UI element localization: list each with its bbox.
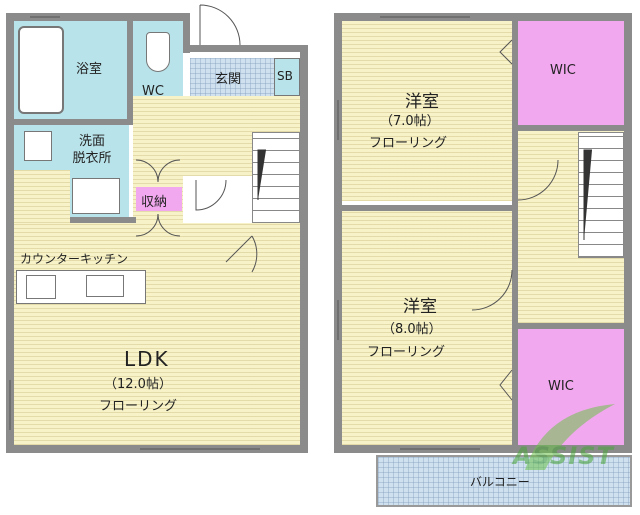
floor2-outer-wall <box>334 13 632 21</box>
western-room-1 <box>342 21 512 201</box>
room2-flooring: フローリング <box>367 345 446 360</box>
sink <box>86 275 124 297</box>
wic2-door-swing <box>499 369 513 401</box>
room2-name: 洋室 <box>403 297 437 317</box>
toilet-fixture <box>146 32 170 72</box>
floor1-outer-wall <box>300 45 308 453</box>
room1-size: （7.0帖） <box>380 114 440 129</box>
floor2-outer-wall <box>334 445 632 453</box>
wash-basin <box>72 178 120 214</box>
bath-label: 浴室 <box>76 62 103 77</box>
ldk-floor <box>14 223 300 445</box>
wic1-door-swing <box>499 39 513 65</box>
stove <box>26 275 56 299</box>
shoe-box-label: SB <box>277 69 293 83</box>
wc-label: WC <box>142 84 164 99</box>
floor2-outer-wall <box>624 13 632 453</box>
washroom-label: 洗面 脱衣所 <box>62 133 122 167</box>
ldk-name: LDK <box>124 347 170 371</box>
storage-door-swing <box>135 213 181 237</box>
western-room-2 <box>342 211 518 445</box>
wic-1 <box>518 21 624 125</box>
assist-logo-mark <box>525 404 615 470</box>
balcony <box>376 455 632 507</box>
room2-size: （8.0帖） <box>382 322 442 337</box>
stairs-arrow-icon <box>257 149 266 200</box>
room1-door-swing <box>517 159 559 201</box>
entrance-area <box>190 58 274 96</box>
floor2-outer-wall <box>334 13 342 453</box>
interior-wall <box>518 323 624 329</box>
room1-flooring: フローリング <box>369 136 448 151</box>
floor1-outer-wall <box>6 13 14 453</box>
kitchen-label: カウンターキッチン <box>20 252 129 266</box>
bathtub <box>18 26 64 114</box>
storage-room <box>136 187 182 211</box>
washroom-label-line2: 脱衣所 <box>72 151 112 166</box>
balcony-label: バルコニー <box>470 475 530 489</box>
floor1-outer-wall <box>183 13 190 53</box>
interior-wall <box>14 217 136 223</box>
shoe-box <box>274 58 300 96</box>
wic1-label: WIC <box>550 63 576 78</box>
assist-logo-swoosh <box>525 404 615 470</box>
ldk-upper-floor <box>14 170 70 223</box>
assist-logo-text: ASSIST <box>513 442 614 470</box>
storage-label: 収納 <box>141 195 168 210</box>
floor1-outer-wall <box>6 13 190 21</box>
room2-door-swing <box>471 269 513 311</box>
closet-door-swing <box>225 235 258 273</box>
entrance-label: 玄関 <box>215 72 242 87</box>
room1-name: 洋室 <box>405 92 439 112</box>
stairs-arrow-icon <box>583 149 592 240</box>
entrance-door-swing <box>199 4 241 46</box>
washing-machine <box>24 131 52 161</box>
storage-door-swing <box>135 159 181 183</box>
hall-door-swing <box>195 179 227 211</box>
ldk-flooring: フローリング <box>99 399 178 414</box>
interior-wall <box>14 119 187 125</box>
interior-wall <box>512 21 518 211</box>
stairs-floor1 <box>252 132 300 224</box>
interior-wall <box>342 205 518 211</box>
interior-wall <box>518 125 624 131</box>
interior-wall <box>512 211 518 445</box>
assist-logo: ASSIST <box>505 400 635 480</box>
ldk-size: （12.0帖） <box>104 377 172 392</box>
washroom-label-line1: 洗面 <box>78 134 105 149</box>
floor1-outer-wall <box>190 45 308 52</box>
interior-wall <box>127 21 133 119</box>
wic2-label: WIC <box>548 379 574 394</box>
hallway-floor2 <box>518 131 624 323</box>
